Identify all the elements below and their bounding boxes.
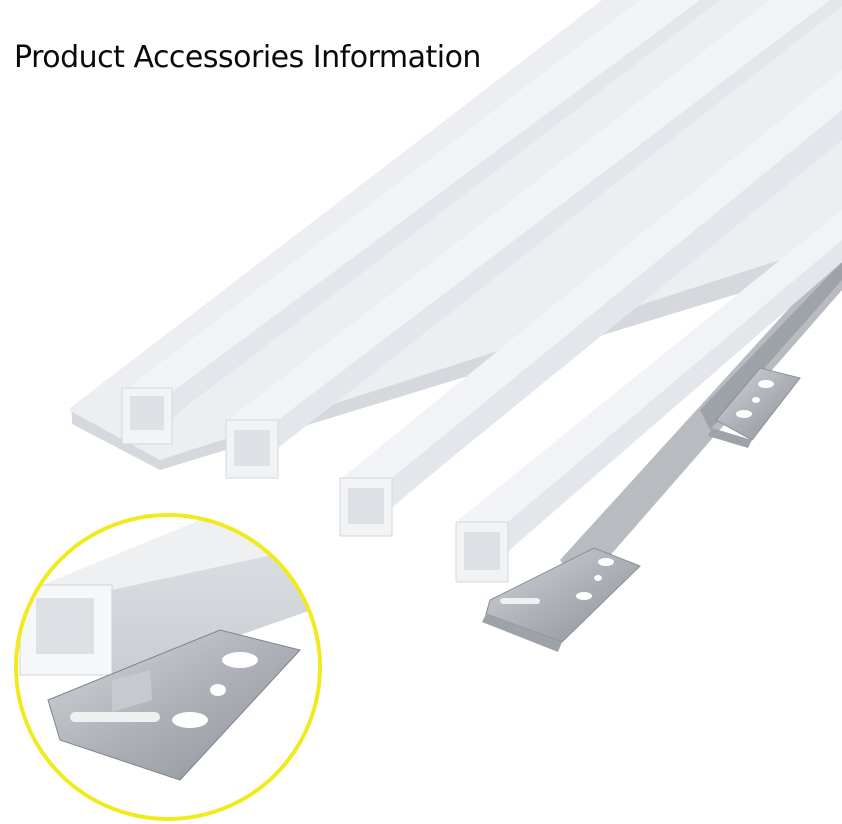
magnifier-ring bbox=[14, 513, 322, 821]
metal-rail bbox=[560, 250, 842, 590]
detail-magnifier bbox=[16, 515, 320, 819]
mounting-clip-bottom bbox=[482, 547, 641, 652]
page-title: Product Accessories Information bbox=[14, 40, 481, 75]
panel-flutes bbox=[121, 0, 842, 583]
mounting-clip-top bbox=[708, 367, 801, 448]
